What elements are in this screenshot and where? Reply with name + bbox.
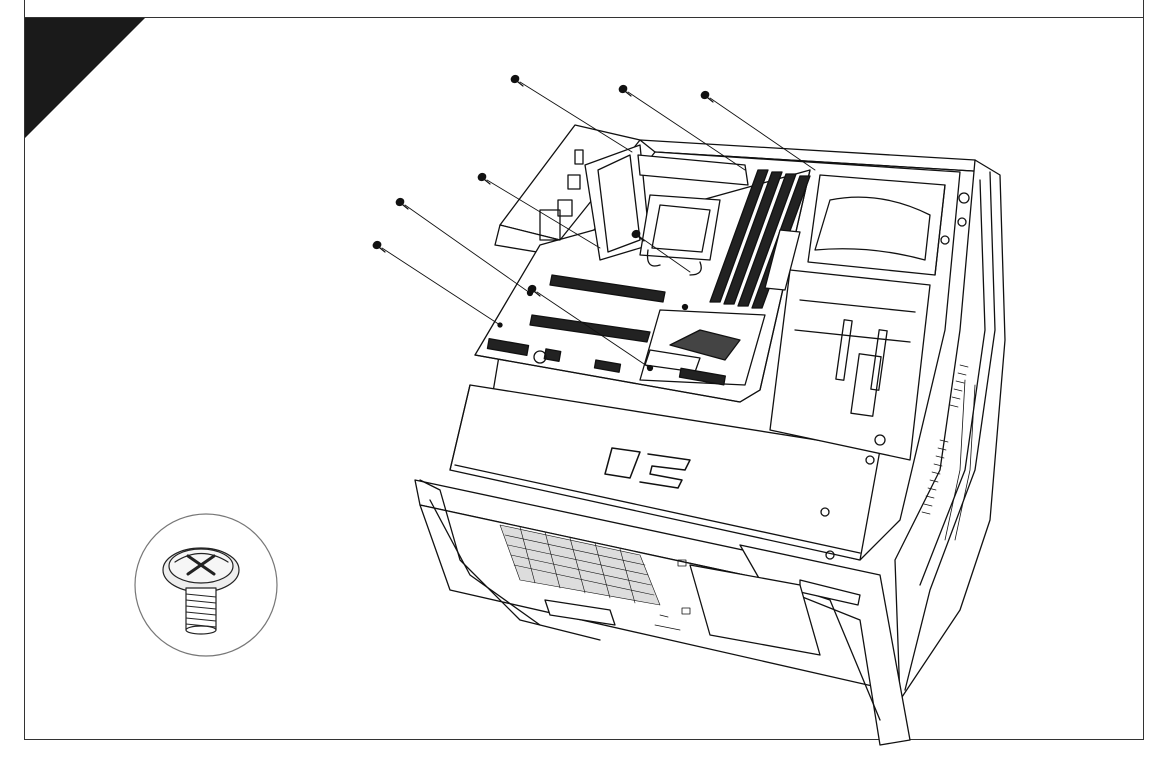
screw-icon [372, 74, 710, 294]
screw-callouts [381, 81, 816, 369]
step-badge [25, 18, 145, 138]
screw-detail-icon [162, 547, 240, 635]
page-frame [24, 0, 1144, 740]
chipset-heatsink [639, 309, 766, 386]
brand-logo [604, 447, 691, 489]
top-rule [24, 17, 1144, 18]
motherboard [474, 124, 811, 403]
front-mesh [499, 524, 661, 606]
cpu-socket [639, 194, 721, 276]
ram-slots [709, 169, 811, 309]
screw-detail-callout [134, 513, 278, 657]
